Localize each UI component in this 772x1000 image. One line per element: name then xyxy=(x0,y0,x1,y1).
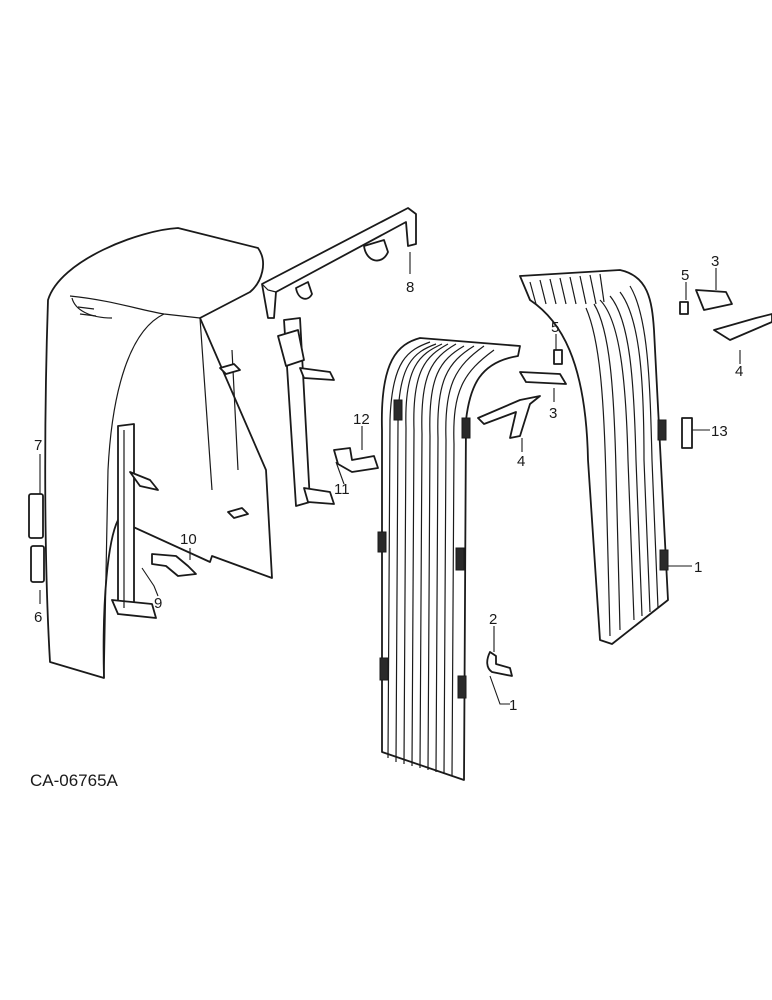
hood-shell xyxy=(44,227,273,679)
callout-4-right: 4 xyxy=(735,363,743,380)
callout-2: 2 xyxy=(489,611,497,628)
callout-8: 8 xyxy=(406,279,414,296)
latch-knob-lower xyxy=(227,507,249,519)
plate-3-center xyxy=(519,371,567,385)
latch-knob-upper xyxy=(219,363,241,375)
callout-10: 10 xyxy=(180,531,197,548)
plate-3-right xyxy=(695,289,733,311)
screen-center xyxy=(377,337,521,781)
callout-3-right: 3 xyxy=(711,253,719,270)
bracket-11 xyxy=(277,317,335,507)
callout-3-center: 3 xyxy=(549,405,557,422)
strap-4-right xyxy=(713,313,772,341)
spacer-5-right xyxy=(679,301,689,315)
callout-4-center: 4 xyxy=(517,453,525,470)
leader-lines xyxy=(39,252,741,705)
callout-5-center: 5 xyxy=(551,319,559,336)
callout-1-right: 1 xyxy=(694,559,702,576)
callout-12: 12 xyxy=(353,411,370,428)
reflector-lower xyxy=(30,545,45,583)
figure-code: CA-06765A xyxy=(30,771,119,790)
strap-4-center xyxy=(477,395,541,439)
bracket-12 xyxy=(333,447,379,473)
callout-7: 7 xyxy=(34,437,42,454)
callout-6: 6 xyxy=(34,609,42,626)
cross-support-8 xyxy=(261,207,417,319)
callout-1-center: 1 xyxy=(509,697,517,714)
clip-2 xyxy=(486,651,513,677)
spacer-5-center xyxy=(553,349,563,365)
reflector-upper xyxy=(28,493,44,539)
bracket-13 xyxy=(681,417,693,449)
callout-5-right: 5 xyxy=(681,267,689,284)
bracket-9 xyxy=(111,423,159,619)
screen-right xyxy=(519,269,669,645)
bracket-10 xyxy=(151,553,197,577)
callout-13: 13 xyxy=(711,423,728,440)
callout-11: 11 xyxy=(334,481,350,498)
callout-9: 9 xyxy=(154,595,162,612)
